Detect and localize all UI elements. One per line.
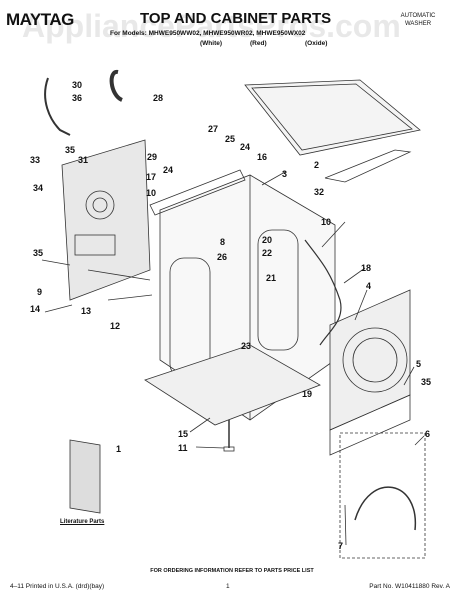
label-12: 12 [110,321,120,331]
kick-panel [329,394,411,456]
label-22: 22 [262,248,272,258]
label-32: 32 [314,187,324,197]
page-number: 1 [226,583,230,590]
front-panel [329,289,411,431]
color-red: (Red) [250,40,267,47]
label-16: 16 [257,152,267,162]
label-2: 2 [314,160,319,170]
label-33: 33 [30,155,40,165]
label-36: 36 [72,93,82,103]
page-title: TOP AND CABINET PARTS [140,10,332,27]
label-27: 27 [208,124,218,134]
label-11: 11 [178,443,188,453]
base [144,344,321,426]
label-23: 23 [241,341,251,351]
wire-harness [304,239,342,346]
models-line: For Models: MHWE950WW02, MHWE950WR02, MH… [110,30,306,37]
label-35: 35 [65,145,75,155]
printed-info: 4–11 Printed in U.S.A. (drd)(bay) [10,583,105,590]
color-white: (White) [200,40,223,47]
console-bracket [149,169,246,216]
inlet-hose [44,77,71,136]
label-18: 18 [361,263,371,273]
label-14: 14 [30,304,40,314]
label-35c: 35 [421,377,431,387]
label-1: 1 [116,444,121,454]
label-20: 20 [262,235,272,245]
label-25: 25 [225,134,235,144]
label-34: 34 [33,183,43,193]
label-19: 19 [302,389,312,399]
label-31: 31 [78,155,88,165]
label-13: 13 [81,306,91,316]
subtitle: AUTOMATIC WASHER [400,13,436,27]
ordering-note: FOR ORDERING INFORMATION REFER TO PARTS … [150,568,314,574]
literature-parts [69,439,101,514]
label-5: 5 [416,359,421,369]
brand-logo: MAYTAG [6,10,74,29]
label-28: 28 [153,93,163,103]
label-6: 6 [425,429,430,439]
label-10b: 10 [321,217,331,227]
label-8: 8 [220,237,225,247]
label-29: 29 [147,152,157,162]
label-3: 3 [282,169,287,179]
label-24: 24 [240,142,250,152]
top-panel [244,79,421,156]
label-17: 17 [146,172,156,182]
label-21: 21 [266,273,276,283]
top-bracket [324,149,412,183]
color-oxide: (Oxide) [305,40,328,47]
label-26: 26 [217,252,227,262]
label-30: 30 [72,80,82,90]
label-10: 10 [146,188,156,198]
label-35b: 35 [33,248,43,258]
label-24b: 24 [163,165,173,175]
literature-parts-label: Literature Parts [60,519,105,525]
door-seal-box [339,432,426,559]
label-4: 4 [366,281,371,291]
label-9: 9 [37,287,42,297]
part-labels: 30 36 35 31 33 34 35 9 14 13 12 28 27 25… [30,80,431,551]
part-number: Part No. W10411880 Rev. A [369,583,450,590]
label-15: 15 [178,429,188,439]
rear-panel [61,139,151,301]
label-7: 7 [338,541,343,551]
